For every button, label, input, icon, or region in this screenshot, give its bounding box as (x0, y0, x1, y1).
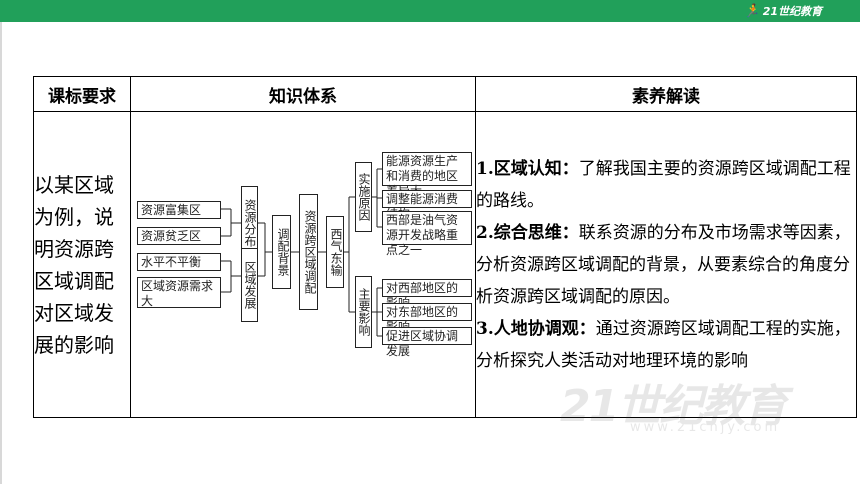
requirement-cell: 以某区域为例，说明资源跨区域调配对区域发展的影响 (33, 111, 131, 418)
header-requirement: 课标要求 (33, 76, 131, 112)
left-item-rich: 资源富集区 (137, 201, 221, 219)
reason-label: 实施原因 (355, 162, 372, 232)
impact-item-1: 对西部地区的影响 (382, 279, 472, 310)
interpretation-text: 了解我国主要的资源跨区域调配工程的路线。 (476, 158, 851, 211)
header-knowledge: 知识体系 (130, 76, 476, 112)
interpretation-item: 2.综合思维：联系资源的分布及市场需求等因素，分析资源跨区域调配的背景，从要素综… (476, 217, 856, 313)
left-edge-line (0, 22, 2, 484)
interpretation-text: 联系资源的分布及市场需求等因素，分析资源跨区域调配的背景，从要素综合的角度分析资… (476, 222, 851, 307)
dist-label: 资源分布 (241, 186, 258, 260)
knowledge-diagram: 资源富集区 资源贫乏区 水平不平衡 区域资源需求大 资源分布 区域发展 调配背景… (130, 111, 476, 418)
interpretation-item: 3.人地协调观：通过资源跨区域调配工程的实施，分析探究人类活动对地理环境的影响 (476, 313, 856, 377)
interpretation-label: 1.区域认知： (476, 158, 579, 179)
interpretation-cell: 1.区域认知：了解我国主要的资源跨区域调配工程的路线。 2.综合思维：联系资源的… (475, 111, 857, 418)
top-banner: 🏃 21世纪教育 (0, 0, 860, 22)
diagram-connectors (221, 168, 382, 337)
watermark: 21世纪教育 www.21cnjy.com (560, 370, 860, 440)
interpretation-text: 通过资源跨区域调配工程的实施，分析探究人类活动对地理环境的影响 (476, 318, 851, 371)
impact-item-3: 促进区域协调发展 (382, 327, 472, 358)
brand-logo-text: 21世纪教育 (762, 5, 822, 18)
impact-item-2: 对东部地区的影响 (382, 303, 472, 334)
project-label: 西气东输 (326, 216, 344, 288)
left-item-demand: 区域资源需求大 (137, 277, 221, 308)
left-item-poor: 资源贫乏区 (137, 227, 221, 245)
center-label: 资源跨区域调配 (299, 194, 318, 310)
curriculum-table: 课标要求 知识体系 素养解读 以某区域为例，说明资源跨区域调配对区域发展的影响 (33, 76, 857, 418)
interpretation-label: 3.人地协调观： (476, 318, 596, 339)
table-body-row: 以某区域为例，说明资源跨区域调配对区域发展的影响 (33, 111, 857, 418)
bg-label: 调配背景 (272, 215, 291, 289)
header-interpretation: 素养解读 (475, 76, 857, 112)
brand-logo: 🏃 21世纪教育 (744, 3, 823, 19)
reason-item-3: 西部是油气资源开发战略重点之一 (382, 211, 472, 257)
dev-label: 区域发展 (241, 248, 258, 322)
left-item-imbalance: 水平不平衡 (137, 253, 221, 271)
table-header-row: 课标要求 知识体系 素养解读 (33, 76, 857, 112)
interpretation-label: 2.综合思维： (476, 222, 579, 243)
watermark-main: 21世纪教育 (560, 381, 787, 432)
interpretation-item: 1.区域认知：了解我国主要的资源跨区域调配工程的路线。 (476, 153, 856, 217)
impact-label: 主要影响 (355, 276, 372, 348)
reason-item-2: 调整能源消费结构 (382, 190, 472, 221)
watermark-sub: www.21cnjy.com (630, 420, 781, 435)
runner-icon: 🏃 (743, 3, 760, 19)
reason-item-1: 能源资源生产和消费的地区差异大 (382, 152, 472, 198)
